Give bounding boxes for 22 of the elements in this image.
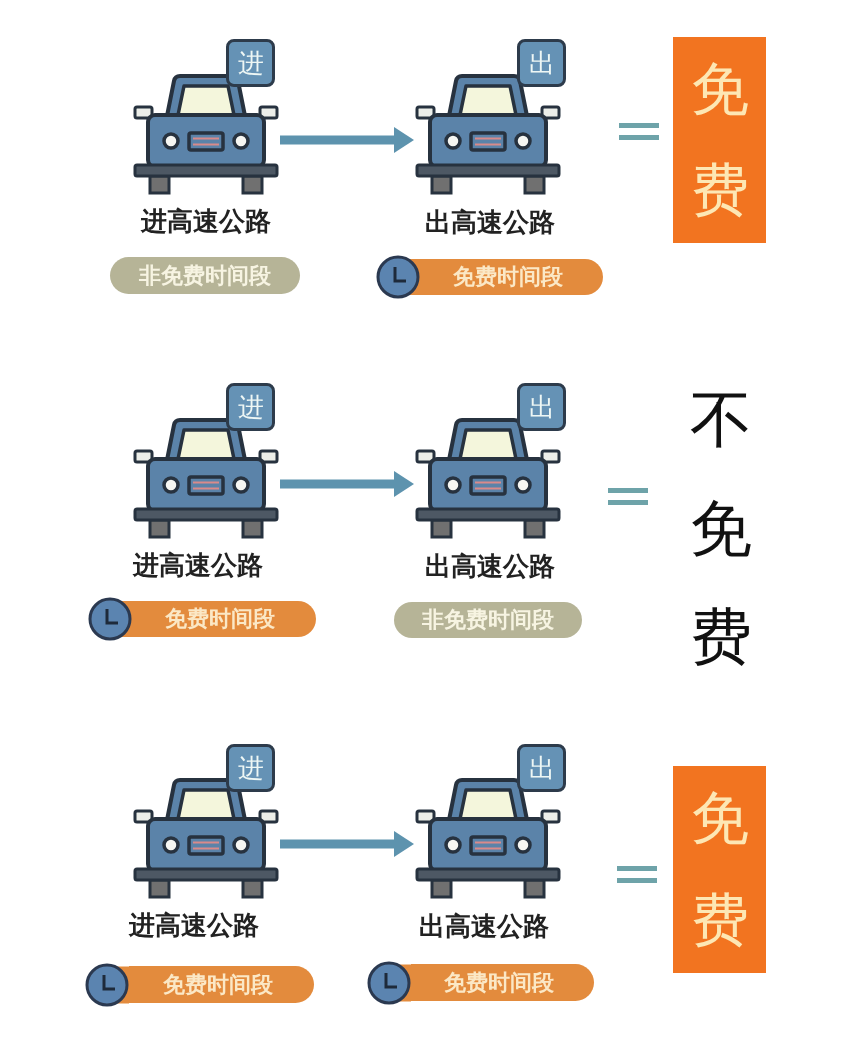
direction-tag: 出 [517,383,566,431]
time-period-pill: 非免费时间段 [394,602,582,638]
car-label: 出高速公路 [419,913,549,939]
direction-tag: 进 [226,39,275,87]
result-panel: 免费 [673,766,766,973]
car-label: 出高速公路 [425,209,555,235]
direction-tag: 进 [226,744,275,792]
car-picture [414,417,562,539]
car-label: 进高速公路 [141,208,271,234]
car-label: 进高速公路 [133,552,263,578]
arrow [280,831,414,857]
time-period-pill: 非免费时间段 [110,257,300,294]
direction-tag: 出 [517,744,566,792]
car-label: 进高速公路 [129,912,259,938]
result-text: 不免费 [690,382,752,675]
direction-tag: 进 [226,383,275,431]
direction-tag: 出 [517,39,566,87]
car-label: 出高速公路 [425,553,555,579]
car-picture [414,73,562,195]
arrow [280,127,414,153]
result-panel: 免费 [673,37,766,243]
arrow [280,471,414,497]
